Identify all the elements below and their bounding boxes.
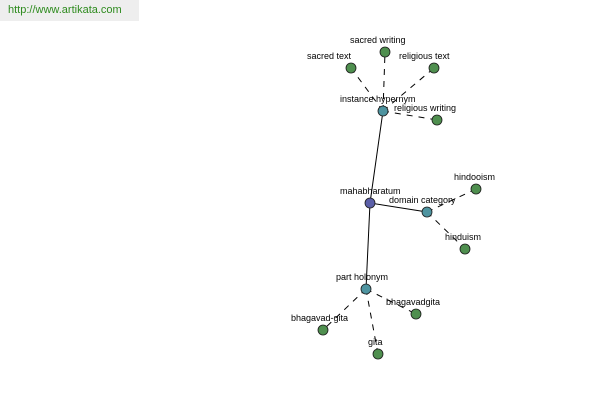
edge-instance-hypernym-to-religious-writing — [382, 110, 438, 121]
label-part-holonym: part holonym — [336, 272, 388, 282]
label-bhagavad-gita: bhagavad-gita — [291, 313, 348, 323]
node-sacred-writing[interactable] — [379, 46, 391, 58]
source-link[interactable]: http://www.artikata.com — [0, 0, 139, 21]
edge-instance-hypernym-to-sacred-writing — [382, 51, 386, 112]
node-bhagavadgita[interactable] — [410, 308, 422, 320]
label-religious-writing: religious writing — [394, 103, 456, 113]
label-gita: gita — [368, 337, 383, 347]
edge-root-to-instance-hypernym — [369, 110, 384, 204]
node-gita[interactable] — [372, 348, 384, 360]
edge-root-to-part-holonym — [365, 202, 371, 290]
label-hindooism: hindooism — [454, 172, 495, 182]
labels: mahabharatum instance hypernym domain cate… — [291, 35, 495, 347]
edge-part-holonym-to-bhagavad-gita — [322, 288, 367, 331]
node-part-holonym[interactable] — [360, 283, 372, 295]
label-sacred-writing: sacred writing — [350, 35, 406, 45]
label-bhagavadgita: bhagavadgita — [386, 297, 440, 307]
node-hinduism[interactable] — [459, 243, 471, 255]
node-instance-hypernym[interactable] — [377, 105, 389, 117]
label-domain-category: domain category — [389, 195, 456, 205]
edge-root-to-domain-category — [369, 202, 428, 213]
node-sacred-text[interactable] — [345, 62, 357, 74]
node-religious-text[interactable] — [428, 62, 440, 74]
node-root[interactable] — [364, 197, 376, 209]
node-domain-category[interactable] — [421, 206, 433, 218]
label-root: mahabharatum — [340, 186, 401, 196]
node-bhagavad-gita[interactable] — [317, 324, 329, 336]
label-sacred-text: sacred text — [307, 51, 352, 61]
edge-instance-hypernym-to-sacred-text — [350, 67, 384, 112]
edge-part-holonym-to-bhagavadgita — [365, 288, 417, 315]
node-religious-writing[interactable] — [431, 114, 443, 126]
label-hinduism: hinduism — [445, 232, 481, 242]
edge-domain-category-to-hinduism — [426, 211, 466, 250]
label-instance-hypernym: instance hypernym — [340, 94, 416, 104]
nodes — [317, 46, 482, 360]
label-religious-text: religious text — [399, 51, 450, 61]
edge-domain-category-to-hindooism — [426, 188, 477, 213]
node-hindooism[interactable] — [470, 183, 482, 195]
edges — [322, 51, 477, 355]
